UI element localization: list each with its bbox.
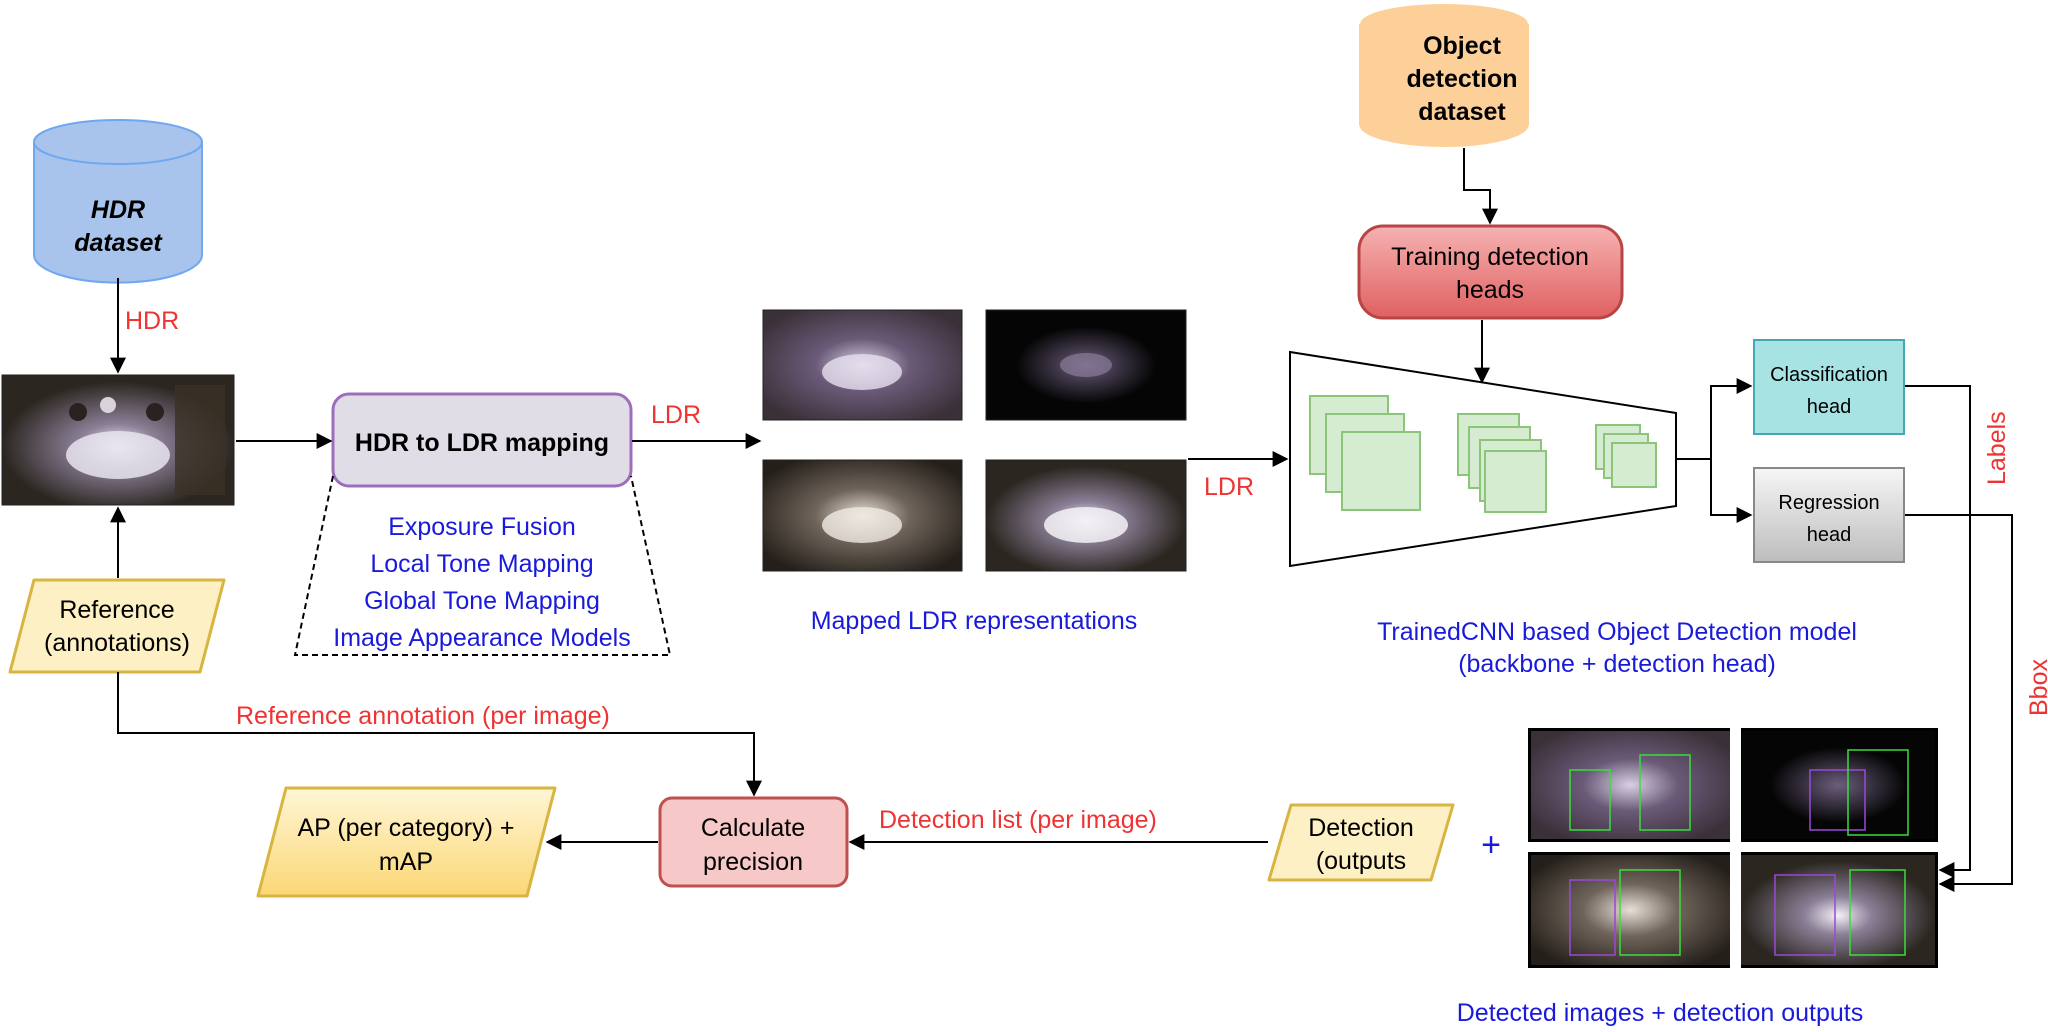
- classification-head-node: Classification head: [1753, 339, 1905, 435]
- calculate-precision-line1: Calculate: [701, 814, 805, 842]
- hdr-dataset-line1: HDR: [91, 196, 145, 224]
- edge-classification-to-detected: [1905, 385, 1971, 878]
- captions: Mapped LDR representations TrainedCNN ba…: [811, 607, 1864, 1027]
- caption-detected-images: Detected images + detection outputs: [1457, 999, 1864, 1027]
- caption-cnn-line1: TrainedCNN based Object Detection model: [1377, 618, 1857, 646]
- detection-outputs-node: Detection (outputs: [1267, 803, 1455, 882]
- calculate-precision-node: Calculate precision: [658, 796, 849, 888]
- hdr-dataset-node: HDR dataset: [33, 119, 203, 284]
- method-global-tone-mapping: Global Tone Mapping: [364, 587, 600, 615]
- edge-cnn-to-classification: [1676, 378, 1753, 460]
- object-dataset-line1: Object: [1423, 32, 1501, 60]
- reference-line1: Reference: [59, 596, 174, 624]
- method-exposure-fusion: Exposure Fusion: [388, 513, 576, 541]
- object-detection-dataset-node: Object detection dataset: [1359, 4, 1529, 147]
- object-dataset-line2: detection: [1406, 65, 1517, 93]
- detected-images: [1528, 728, 1938, 968]
- hdr-input-image: [1, 374, 235, 506]
- method-image-appearance-models: Image Appearance Models: [333, 624, 630, 652]
- caption-cnn-line2: (backbone + detection head): [1458, 650, 1776, 678]
- calculate-precision-line2: precision: [703, 848, 803, 876]
- regression-head-line1: Regression: [1778, 492, 1879, 514]
- training-heads-line2: heads: [1456, 276, 1524, 304]
- reference-line2: (annotations): [44, 629, 190, 657]
- edge-reference-to-precision: [117, 672, 762, 797]
- ap-output-line1: AP (per category) +: [297, 814, 514, 842]
- method-local-tone-mapping: Local Tone Mapping: [370, 550, 593, 578]
- label-bbox: Bbox: [2025, 659, 2048, 716]
- detection-outputs-line1: Detection: [1308, 814, 1414, 842]
- caption-mapped-ldr: Mapped LDR representations: [811, 607, 1138, 635]
- training-heads-node: Training detection heads: [1357, 224, 1624, 320]
- label-detection-list: Detection list (per image): [879, 806, 1157, 834]
- classification-head-line1: Classification: [1770, 364, 1888, 386]
- edge-labels: HDR LDR LDR Reference annotation (per im…: [125, 307, 2048, 834]
- classification-head-line2: head: [1807, 396, 1852, 418]
- connectors: [110, 148, 2013, 892]
- label-hdr: HDR: [125, 307, 179, 335]
- hdr-to-ldr-label: HDR to LDR mapping: [355, 429, 609, 457]
- ap-output-line2: mAP: [379, 848, 433, 876]
- regression-head-line2: head: [1807, 524, 1852, 546]
- edge-regression-to-detected: [1905, 514, 2013, 892]
- mapping-methods-group: Exposure Fusion Local Tone Mapping Globa…: [293, 475, 672, 656]
- cnn-backbone: [1289, 350, 1677, 568]
- ldr-image-1: [762, 309, 963, 421]
- edge-object-dataset-to-training: [1463, 148, 1498, 225]
- label-ldr-mapping: LDR: [651, 401, 701, 429]
- label-labels: Labels: [1983, 411, 2011, 485]
- hdr-to-ldr-mapping-node: HDR to LDR mapping: [331, 392, 633, 488]
- hdr-dataset-line2: dataset: [74, 229, 163, 257]
- label-ldr-cnn: LDR: [1204, 473, 1254, 501]
- detection-outputs-line2: (outputs: [1316, 847, 1406, 875]
- plus-sign: +: [1481, 826, 1501, 864]
- label-reference-annotation: Reference annotation (per image): [236, 702, 610, 730]
- object-dataset-line3: dataset: [1418, 98, 1506, 126]
- regression-head-node: Regression head: [1753, 467, 1905, 563]
- edge-cnn-to-regression: [1710, 459, 1753, 523]
- mapped-ldr-images: [762, 309, 1187, 572]
- training-heads-line1: Training detection: [1391, 243, 1589, 271]
- reference-annotations-node: Reference (annotations): [8, 578, 226, 674]
- ap-output-node: AP (per category) + mAP: [256, 786, 557, 898]
